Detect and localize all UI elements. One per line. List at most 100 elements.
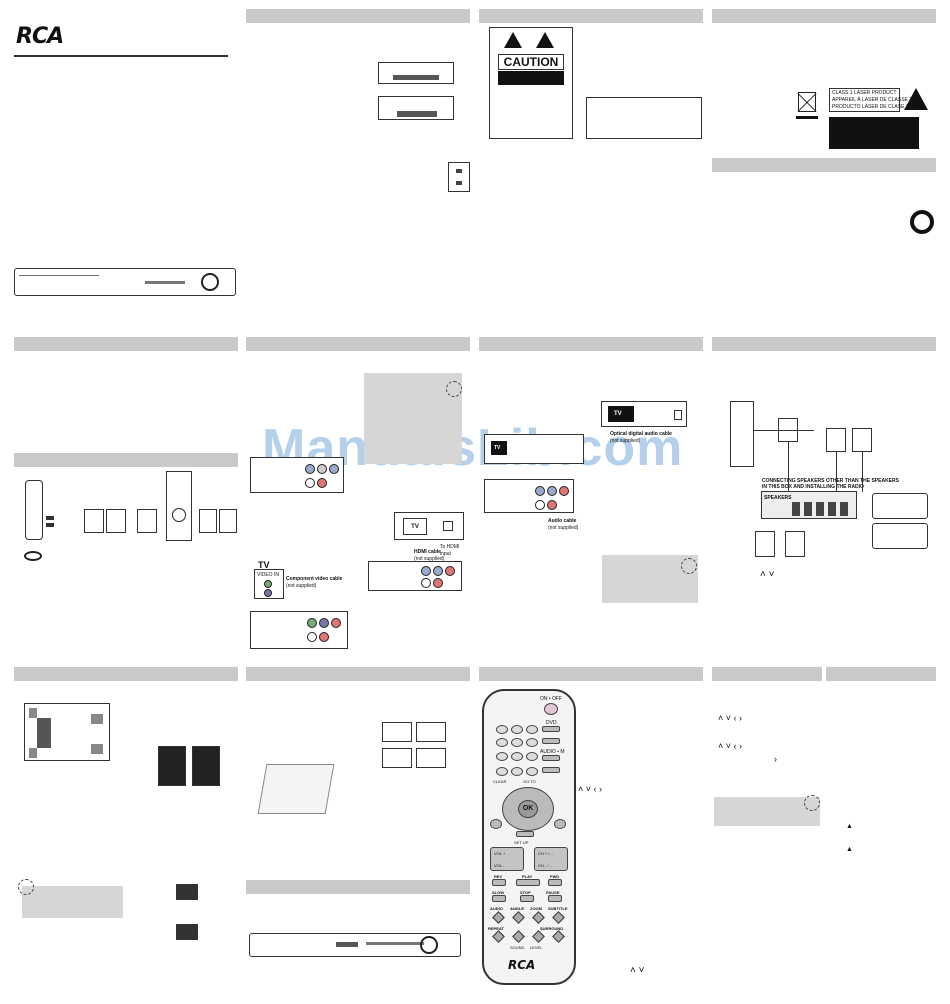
remote-channel-rocker: CH + / ... CH - / ...: [534, 847, 568, 871]
speaker-accessory-4: [199, 509, 217, 533]
remote-power-button: [544, 703, 558, 715]
section-header-6: [14, 453, 238, 467]
remote-fwd-label: FWD: [550, 874, 560, 879]
remote-slow-label: SLOW: [492, 890, 504, 895]
remote-audio2-label: AUDIO: [490, 906, 503, 911]
laser-label-line-1: CLASS 1 LASER PRODUCT: [832, 90, 897, 96]
to-hdmi-label-2: input: [440, 551, 451, 557]
speaker-front-right: [852, 428, 872, 452]
laser-class-label: CLASS 1 LASER PRODUCT APPAREIL À LASER D…: [829, 88, 913, 112]
remote-number-5: [511, 738, 523, 747]
speaker-accessory-5: [219, 509, 237, 533]
audio-cable-note: (not supplied): [548, 525, 579, 531]
tip-icon-2: [681, 558, 697, 574]
remote-mode-button: [542, 738, 560, 744]
front-panel-illustration: [249, 933, 461, 957]
section-header-9: [712, 337, 936, 351]
tv-label-hdmi: TV: [403, 518, 427, 535]
remote-ok-button: OK: [518, 800, 538, 818]
room-layout-illustration: [24, 703, 110, 761]
remote-rev-button: [492, 879, 506, 886]
section-header-10: [14, 667, 238, 681]
remote-audio-button: [542, 755, 560, 761]
caution-label: CAUTION: [498, 54, 564, 70]
speakers-heading-2: IN THIS BOX AND INSTALLING THE RADIO: [762, 484, 864, 490]
remote-number-6: [526, 738, 538, 747]
optical-cable-note: (not supplied): [610, 438, 641, 444]
remote-dpad: OK: [502, 787, 554, 831]
to-hdmi-label: To HDMI: [440, 544, 460, 550]
speaker-accessory-3: [137, 509, 157, 533]
remote-play-button: [516, 879, 540, 886]
remote-slow-button: [492, 895, 506, 902]
component-cable-label: Component video cable: [286, 576, 343, 582]
remote-menu-button: [490, 819, 502, 829]
remote-zoom-button: [532, 911, 545, 924]
eject-icon-2: ▲: [846, 846, 853, 853]
speaker-terminals-panel: SPEAKERS: [761, 491, 857, 519]
section-header-2: [479, 9, 703, 23]
section-header-13: [479, 667, 703, 681]
rca-logo: RCA: [16, 24, 64, 49]
tv-illustration-hdmi: TV: [394, 512, 464, 540]
section-header-14: [712, 667, 822, 681]
speaker-center: [826, 428, 846, 452]
remote-stop-button: [520, 895, 534, 902]
tip-icon-3: [18, 879, 34, 895]
up-down-arrows-icon: ˄ ˅: [760, 569, 775, 580]
receiver-back-panel-2: [368, 561, 462, 591]
remote-setup-button: [516, 831, 534, 837]
placement-thumb-4: [416, 748, 446, 768]
remote-goto-button: [526, 767, 538, 776]
right-arrow-icon: ›: [774, 754, 777, 764]
remote-number-8: [511, 752, 523, 761]
speaker-wire-step-2: [872, 523, 928, 549]
remote-sound-button: [512, 930, 525, 943]
section-header-15: [826, 667, 936, 681]
batteries-icon: [46, 516, 54, 520]
placement-thumb-2: [416, 722, 446, 742]
speaker-surround-left: [755, 531, 775, 557]
no-disassemble-icon: [910, 210, 934, 234]
remote-on-off-label: ON • OFF: [540, 696, 563, 702]
tv-mount-2: [176, 924, 198, 940]
remote-angle-label: ANGLE: [510, 906, 524, 911]
remote-up-down-arrows-icon: ˄ ˅: [630, 965, 645, 976]
hdmi-cable-label: HDMI cable: [414, 549, 441, 555]
subwoofer-illustration: [730, 401, 754, 467]
laser-label-line-3: PRODUCTO LÁSER DE CLASE 1: [832, 104, 909, 110]
tv-label-audio: TV: [494, 445, 501, 451]
tip-note-box-4: [714, 797, 820, 826]
room-3d-illustration: [257, 764, 335, 814]
remote-play-label: PLAY: [522, 874, 533, 879]
remote-audio-label: AUDIO • M: [540, 749, 565, 755]
remote-number-7: [496, 752, 508, 761]
tv-illustration-optical: TV: [601, 401, 687, 427]
remote-clear-button: [496, 767, 508, 776]
receiver-back-panel-3: [250, 611, 348, 649]
remote-number-1: [496, 725, 508, 734]
remote-subtitle-label: SUBTITLE: [548, 906, 568, 911]
section-header-12: [246, 880, 470, 894]
remote-level-label: LEVEL: [530, 945, 543, 950]
remote-extra-button: [542, 767, 560, 773]
unit-placement-horizontal-illustration: [378, 62, 454, 84]
component-cable-note: (not supplied): [286, 583, 317, 589]
remote-rca-logo: RCA: [508, 958, 536, 972]
warning-note-box: [586, 97, 702, 139]
volume-knob-icon: [201, 273, 219, 291]
remote-sound-label: SOUND: [510, 945, 525, 950]
remote-number-3: [526, 725, 538, 734]
tv-video-in-panel: VIDEO IN: [254, 569, 284, 599]
weee-bin-icon: [794, 90, 820, 119]
subwoofer-accessory-illustration: [166, 471, 192, 541]
hdmi-cable-note: (not supplied): [414, 556, 445, 562]
tv-placement-1: [158, 746, 186, 786]
laser-label-line-2: APPAREIL À LASER DE CLASSE 1: [832, 97, 913, 103]
remote-control-illustration: ON • OFF DVD AUDIO • M CLEAR GO TO OK SE…: [482, 689, 576, 985]
tip-note-box-1: [364, 373, 462, 464]
tip-icon-1: [446, 381, 462, 397]
safety-warning-box: CAUTION: [489, 27, 573, 139]
lightning-warning-icon: [504, 32, 522, 48]
speakers-label: SPEAKERS: [764, 495, 792, 501]
